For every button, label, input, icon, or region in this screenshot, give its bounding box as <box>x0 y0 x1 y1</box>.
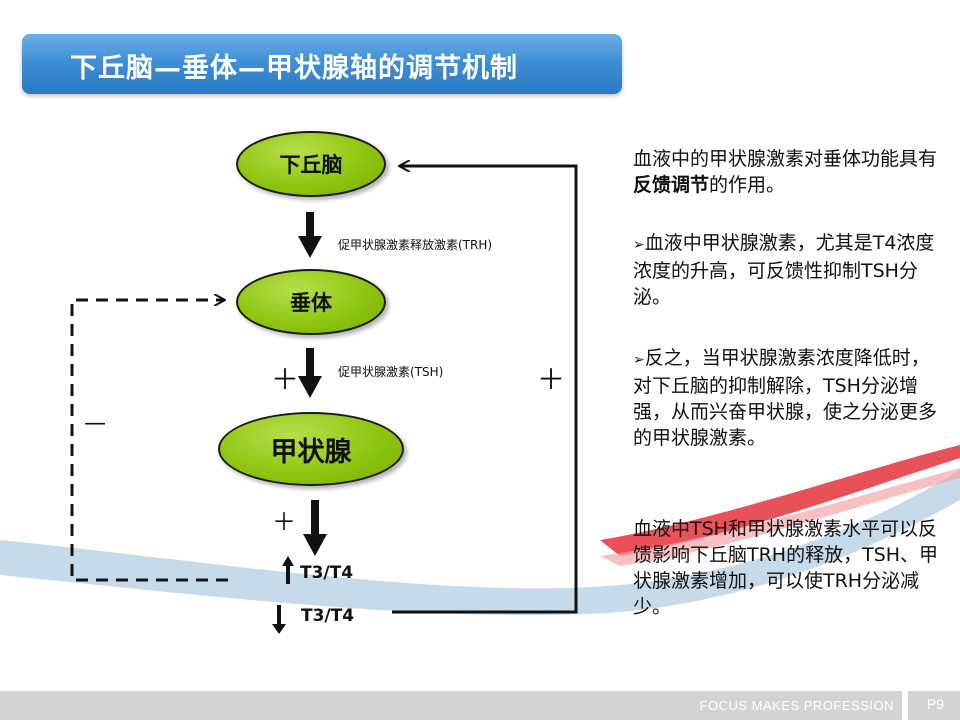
side-p3: 反之，当甲状腺激素浓度降低时，对下丘脑的抑制解除，TSH分泌增强，从而兴奋甲状腺… <box>633 347 938 449</box>
t3t4-down-arrow <box>272 605 286 634</box>
side-paragraph-1: 血液中的甲状腺激素对垂体功能具有反馈调节的作用。 <box>633 146 943 198</box>
side-p1-a: 血液中的甲状腺激素对垂体功能具有 <box>633 148 938 170</box>
node-pituitary: 垂体 <box>236 269 386 335</box>
thyroid-output-arrow <box>303 500 327 556</box>
minus-sign-feedback: — <box>84 411 106 436</box>
trh-arrow <box>298 212 322 258</box>
tsh-label: 促甲状腺激素(TSH) <box>338 365 444 379</box>
trh-label: 促甲状腺激素释放激素(TRH) <box>338 238 493 252</box>
footer-slogan: FOCUS MAKES PROFESSION <box>699 698 894 713</box>
title-bar: 下丘脑—垂体—甲状腺轴的调节机制 <box>22 34 622 94</box>
positive-feedback-line <box>392 166 578 614</box>
page-title: 下丘脑—垂体—甲状腺轴的调节机制 <box>70 53 518 84</box>
t3t4-up-arrow <box>282 556 294 584</box>
footer-bar: FOCUS MAKES PROFESSION P9 <box>0 691 960 720</box>
side-paragraph-2: ➢血液中甲状腺激素，尤其是T4浓度浓度的升高，可反馈性抑制TSH分泌。 <box>633 230 943 310</box>
footer-divider <box>902 691 908 720</box>
plus-sign-thyroid: ＋ <box>272 508 296 536</box>
side-p2: 血液中甲状腺激素，尤其是T4浓度浓度的升高，可反馈性抑制TSH分泌。 <box>633 232 935 308</box>
node-thyroid: 甲状腺 <box>218 412 404 486</box>
node-hypothalamus: 下丘脑 <box>236 131 386 197</box>
side-p4: 血液中TSH和甲状腺激素水平可以反馈影响下丘脑TRH的释放，TSH、甲状腺激素增… <box>633 518 939 618</box>
t3t4-down-label: T3/T4 <box>301 606 355 626</box>
bullet-icon: ➢ <box>633 352 645 368</box>
page-number: P9 <box>926 696 944 712</box>
bullet-icon: ➢ <box>633 237 645 253</box>
side-p1-bold: 反馈调节 <box>633 174 710 196</box>
plus-sign-feedback: ＋ <box>537 363 566 396</box>
negative-feedback-line <box>70 300 228 582</box>
side-paragraph-4: 血液中TSH和甲状腺激素水平可以反馈影响下丘脑TRH的释放，TSH、甲状腺激素增… <box>633 516 943 620</box>
side-p1-b: 的作用。 <box>709 174 786 196</box>
tsh-arrow <box>298 348 322 398</box>
side-paragraph-3: ➢反之，当甲状腺激素浓度降低时，对下丘脑的抑制解除，TSH分泌增强，从而兴奋甲状… <box>633 345 943 451</box>
plus-sign-pituitary: ＋ <box>271 363 300 396</box>
t3t4-up-label: T3/T4 <box>300 563 354 583</box>
